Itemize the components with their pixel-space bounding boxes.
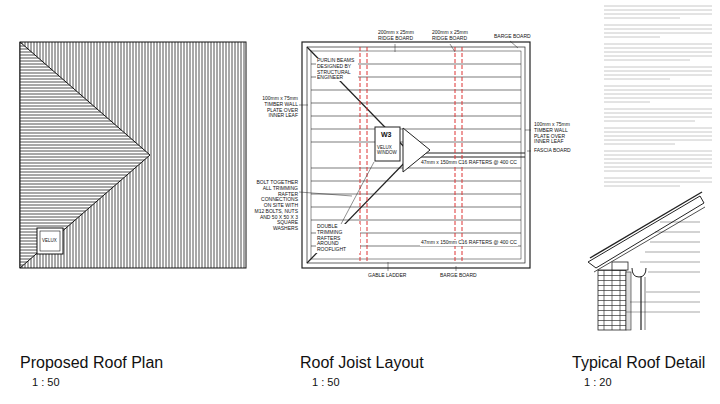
rafter-spec: 47mm x 150mm C16 RAFTERS @ 400 CC	[420, 240, 518, 246]
view-title: Typical Roof Detail	[572, 354, 705, 372]
window-label: VELUX WINDOW	[377, 145, 398, 155]
annotation: BARGE BOARD	[440, 273, 477, 279]
rooflight-label: VELUX	[41, 238, 58, 243]
annotation: 200mm x 25mm RIDGE BOARD	[432, 30, 468, 42]
annotation: GABLE LADDER	[368, 273, 406, 279]
roof-plan	[20, 42, 246, 268]
annotation: BOLT TOGETHER ALL TRIMMING RAFTER CONNEC…	[254, 180, 298, 232]
annotation: PURLIN BEAMS DESIGNED BY STRUCTURAL ENGI…	[316, 58, 358, 81]
joist-layout	[299, 41, 531, 271]
annotation: FASCIA BOARD	[534, 148, 571, 154]
rafter-spec: 47mm x 150mm C16 RAFTERS @ 400 CC	[420, 160, 518, 166]
annotation: 200mm x 25mm RIDGE BOARD	[378, 30, 414, 42]
scale-note: 1 : 50	[32, 376, 60, 389]
view-title: Proposed Roof Plan	[20, 354, 163, 372]
annotation: 100mm x 75mm TIMBER WALL PLATE OVER INNE…	[534, 122, 578, 145]
window-tag: W3	[381, 131, 392, 139]
view-title: Roof Joist Layout	[300, 354, 424, 372]
scale-note: 1 : 20	[584, 376, 612, 389]
scale-note: 1 : 50	[312, 376, 340, 389]
annotation: DOUBLE TRIMMING RAFTERS AROUND ROOFLIGHT	[316, 224, 360, 253]
notes-block	[604, 6, 712, 186]
roof-detail	[588, 192, 705, 330]
annotation: 100mm x 75mm TIMBER WALL PLATE OVER INNE…	[256, 96, 298, 119]
annotation: BARGE BOARD	[494, 34, 531, 40]
